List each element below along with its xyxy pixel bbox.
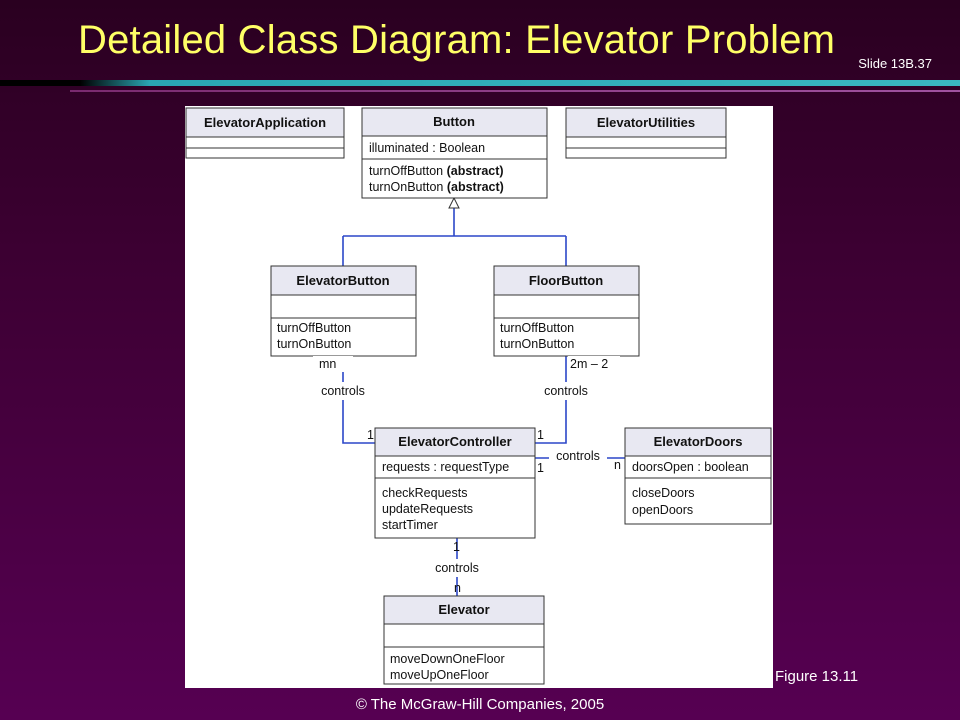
multiplicity-label: 1 <box>537 461 544 475</box>
multiplicity-label: n <box>454 581 461 595</box>
label-backdrop <box>537 382 595 400</box>
class-method: openDoors <box>632 503 693 517</box>
slide-title: Detailed Class Diagram: Elevator Problem <box>78 18 836 62</box>
class-method: moveUpOneFloor <box>390 668 489 682</box>
copyright-notice: © The McGraw-Hill Companies, 2005 <box>355 696 605 713</box>
class-elevator-controller: ElevatorController requests : requestTyp… <box>374 427 536 539</box>
multiplicity-label: 1 <box>537 428 544 442</box>
class-elevator: Elevator moveDownOneFloor moveUpOneFloor <box>383 595 545 685</box>
class-name: ElevatorApplication <box>204 115 326 130</box>
class-name: ElevatorDoors <box>654 434 743 449</box>
association-label: controls <box>544 384 588 398</box>
class-name: FloorButton <box>529 273 603 288</box>
class-method: turnOffButton <box>500 321 574 335</box>
label-backdrop <box>428 559 486 577</box>
class-elevator-application: ElevatorApplication <box>185 107 345 159</box>
class-elevator-utilities: ElevatorUtilities <box>565 107 727 159</box>
class-method: startTimer <box>382 518 438 532</box>
class-floor-button: FloorButton turnOffButton turnOnButton <box>493 265 640 357</box>
multiplicity-label: mn <box>319 357 336 371</box>
title-underline-accent <box>70 90 960 92</box>
class-name: ElevatorUtilities <box>597 115 695 130</box>
association-label: controls <box>556 449 600 463</box>
class-name: Elevator <box>438 602 489 617</box>
multiplicity-label: n <box>614 458 621 472</box>
association-label: controls <box>435 561 479 575</box>
figure-caption: Figure 13.11 <box>775 668 859 685</box>
label-backdrop <box>549 448 607 464</box>
class-name: ElevatorController <box>398 434 511 449</box>
class-attribute: requests : requestType <box>382 460 509 474</box>
generalization-arrowhead <box>448 196 460 209</box>
label-backdrop <box>568 356 620 372</box>
class-method: closeDoors <box>632 486 695 500</box>
multiplicity-label: 2m – 2 <box>570 357 608 371</box>
class-method: turnOffButton <box>277 321 351 335</box>
title-underline-bar <box>0 80 960 86</box>
class-diagram-canvas: ElevatorApplication Button illuminated :… <box>185 107 772 685</box>
class-attribute: doorsOpen : boolean <box>632 460 749 474</box>
class-attribute: illuminated : Boolean <box>369 141 485 155</box>
association-label: controls <box>321 384 365 398</box>
class-method: updateRequests <box>382 502 473 516</box>
class-method: moveDownOneFloor <box>390 652 505 666</box>
class-method: turnOnButton <box>500 337 574 351</box>
class-name: Button <box>433 114 475 129</box>
class-button: Button illuminated : Boolean turnOffButt… <box>361 107 548 199</box>
class-method: turnOffButton (abstract) <box>369 164 504 178</box>
class-elevator-doors: ElevatorDoors doorsOpen : boolean closeD… <box>624 427 772 525</box>
class-name: ElevatorButton <box>296 273 389 288</box>
multiplicity-label: 1 <box>453 540 460 554</box>
label-backdrop <box>315 382 373 400</box>
label-backdrop <box>313 356 353 372</box>
class-method: checkRequests <box>382 486 467 500</box>
class-method: turnOnButton (abstract) <box>369 180 504 194</box>
class-diagram: ElevatorApplication Button illuminated :… <box>185 106 773 688</box>
multiplicity-label: 1 <box>367 428 374 442</box>
slide-number: Slide 13B.37 <box>858 56 932 71</box>
class-method: turnOnButton <box>277 337 351 351</box>
class-elevator-button: ElevatorButton turnOffButton turnOnButto… <box>270 265 417 357</box>
